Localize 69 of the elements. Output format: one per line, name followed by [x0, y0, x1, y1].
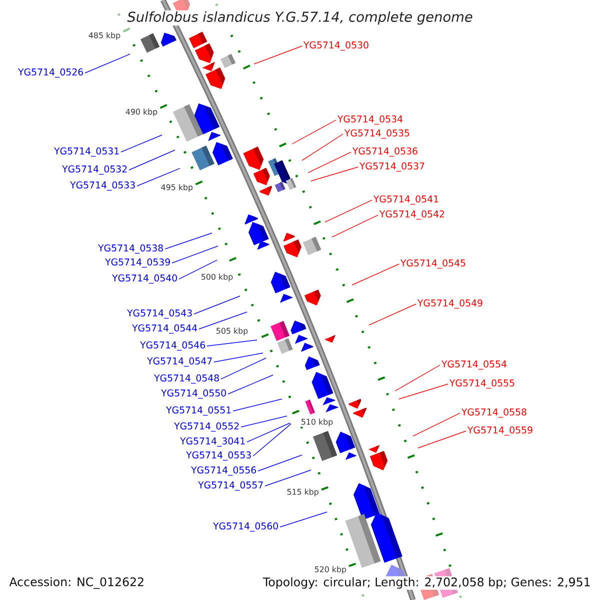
- gene-label: YG5714_0535: [344, 129, 410, 139]
- gene-label: YG5714_0550: [161, 389, 226, 399]
- gene-label: YG5714_0558: [461, 408, 526, 418]
- leader-line: [292, 120, 336, 144]
- gene-label: YG5714_0553: [186, 451, 251, 461]
- gene-label: YG5714_0549: [417, 299, 482, 309]
- leader-line: [136, 168, 180, 186]
- leader-line: [332, 214, 378, 238]
- gene-label: YG5714_0533: [70, 181, 135, 191]
- leader-line: [302, 134, 344, 161]
- gene-label: YG5714_0531: [54, 147, 119, 157]
- gene-label: YG5714_0539: [105, 258, 170, 268]
- leader-line: [280, 512, 328, 528]
- leader-line: [308, 152, 352, 174]
- gene-label: YG5714_0546: [140, 341, 205, 351]
- leader-line: [254, 46, 302, 64]
- leader-line: [264, 470, 312, 486]
- gene-label: YG5714_0547: [147, 357, 212, 367]
- leader-line: [214, 352, 264, 362]
- gene-label: YG5714_3041: [180, 437, 245, 447]
- leader-line: [178, 260, 218, 280]
- leader-line: [120, 134, 162, 152]
- gene-label: YG5714_0548: [154, 374, 219, 384]
- gene-label: YG5714_0540: [112, 274, 177, 284]
- gene-label: YG5714_0526: [18, 68, 83, 78]
- leader-line: [84, 54, 130, 74]
- leader-line: [398, 384, 448, 400]
- leader-line: [258, 454, 302, 472]
- gene-label: YG5714_0557: [198, 481, 263, 491]
- leader-line: [198, 312, 248, 330]
- gene-label: YG5714_0541: [373, 195, 438, 205]
- gene-label: YG5714_0545: [400, 259, 466, 269]
- gene-label: YG5714_0551: [166, 406, 231, 416]
- leader-line: [172, 246, 218, 264]
- leader-line: [194, 296, 240, 314]
- gene-label: YG5714_0530: [303, 41, 368, 51]
- gene-label: YG5714_0532: [62, 165, 127, 175]
- leader-line: [310, 166, 358, 182]
- title: Sulfolobus islandicus Y.G.57.14, complete genome: [126, 10, 474, 26]
- gene-label: YG5714_0552: [174, 422, 239, 432]
- gene-label: YG5714_0542: [379, 210, 444, 220]
- gene-label: YG5714_0556: [191, 466, 256, 476]
- gene-label: YG5714_0543: [127, 309, 192, 319]
- genome-summary: Topology: circular; Length: 2,702,058 bp; Genes: 2,951: [262, 576, 592, 590]
- leader-line: [352, 264, 400, 286]
- leader-line: [412, 412, 460, 436]
- leader-line: [368, 304, 416, 326]
- leader-line: [252, 423, 292, 456]
- gene-label: YG5714_0544: [132, 324, 198, 334]
- gene-label: YG5714_0534: [337, 115, 402, 125]
- leader-line: [394, 364, 440, 392]
- leader-line: [228, 374, 274, 394]
- gene-label: YG5714_0536: [352, 147, 418, 157]
- leader-line: [164, 232, 212, 250]
- gene-label: YG5714_0559: [467, 426, 532, 436]
- leader-line: [232, 398, 282, 412]
- accession-label: Accession: NC_012622: [8, 576, 146, 590]
- leader-line: [246, 422, 290, 442]
- gene-label: YG5714_0555: [449, 379, 514, 389]
- gene-label: YG5714_0560: [213, 522, 278, 532]
- leader-line: [418, 430, 466, 448]
- gene-label: YG5714_0537: [359, 162, 424, 172]
- gene-label: YG5714_0538: [98, 244, 163, 254]
- leader-line: [206, 340, 258, 346]
- leader-line: [128, 150, 176, 170]
- leader-line: [240, 416, 288, 428]
- gene-label: YG5714_0554: [441, 360, 506, 370]
- leader-line: [220, 358, 266, 380]
- leader-line: [324, 200, 372, 222]
